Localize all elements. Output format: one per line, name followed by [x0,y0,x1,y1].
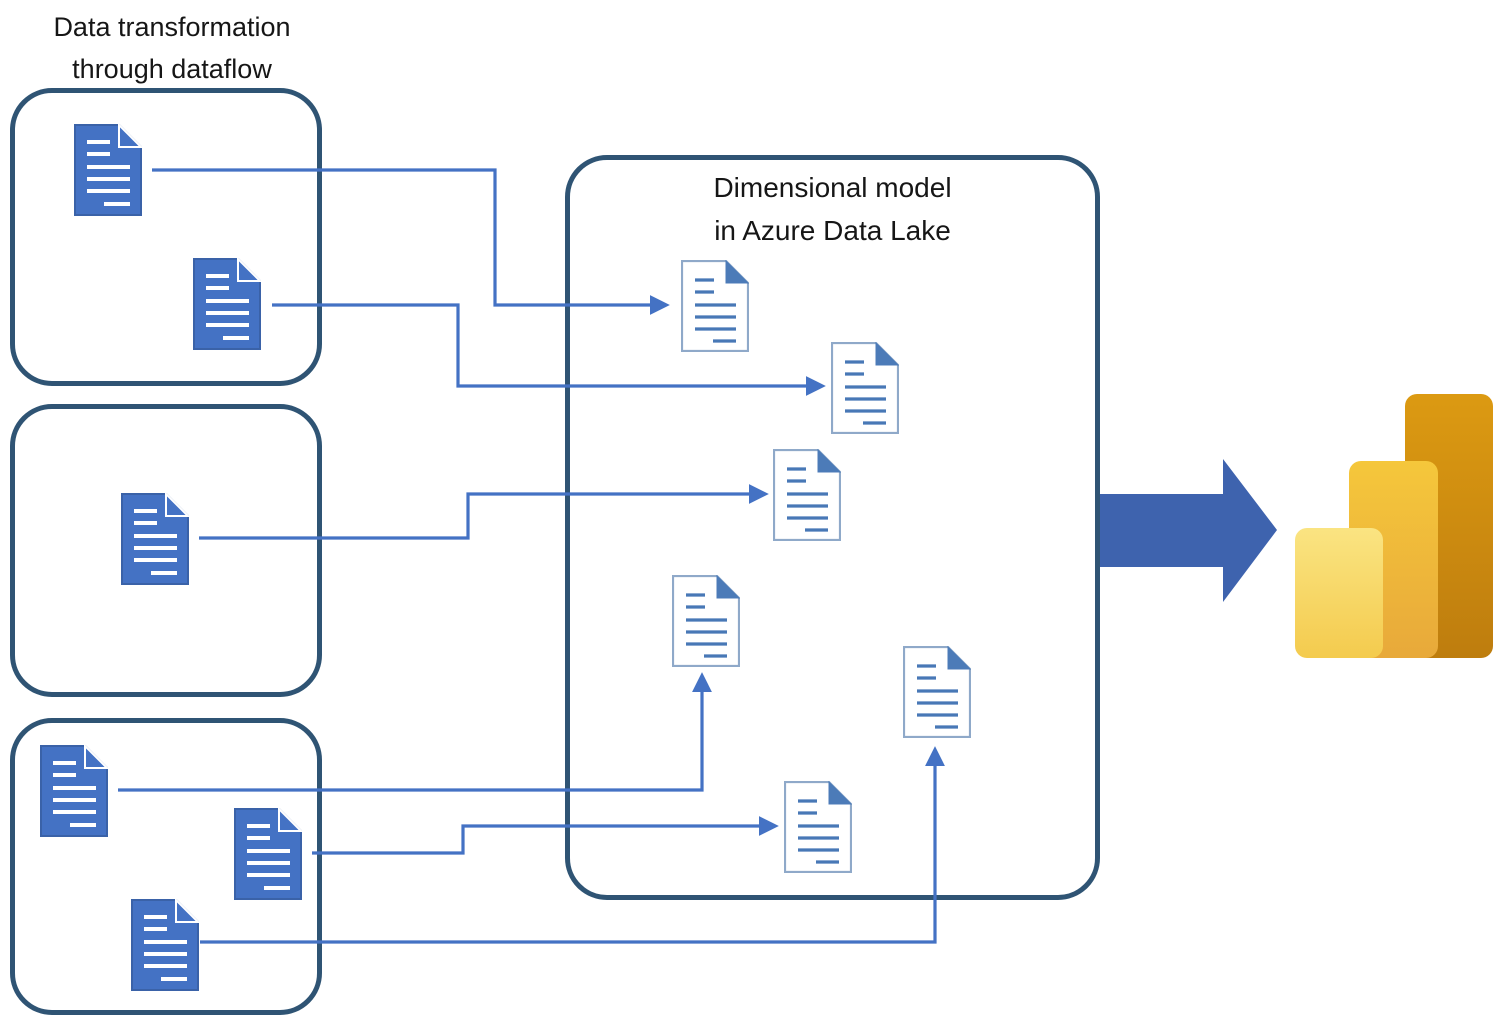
elbow-arrow-connector-5 [312,816,779,855]
source-document-icon [121,493,189,585]
model-document-icon [831,342,899,434]
elbow-arrow-connector-1 [152,168,670,315]
source-document-icon [74,124,142,216]
model-document-icon [672,575,740,667]
elbow-arrow-connector-4 [118,672,712,792]
model-document-icon [784,781,852,873]
power-bi-short-bar [1295,528,1383,658]
right-block-arrow-icon [1100,459,1277,602]
model-box-title-line2: in Azure Data Lake [714,215,951,246]
source-group-title-line2: through dataflow [72,54,272,84]
source-document-icon [193,258,261,350]
model-document-icon [681,260,749,352]
model-document-icon [903,646,971,738]
elbow-arrow-connector-6 [200,746,945,944]
model-box-title: Dimensional model in Azure Data Lake [570,166,1095,252]
source-box-2 [10,404,322,697]
source-group-title-line1: Data transformation [53,12,291,42]
model-box: Dimensional model in Azure Data Lake [565,155,1100,900]
source-document-icon [131,899,199,991]
source-document-icon [234,808,302,900]
source-document-icon [40,745,108,837]
source-box-1 [10,88,322,386]
source-box-3 [10,718,322,1015]
elbow-arrow-connector-2 [272,303,826,396]
elbow-arrow-connector-3 [199,484,769,540]
source-group-title: Data transformation through dataflow [4,6,340,90]
model-box-title-line1: Dimensional model [713,172,952,203]
model-document-icon [773,449,841,541]
